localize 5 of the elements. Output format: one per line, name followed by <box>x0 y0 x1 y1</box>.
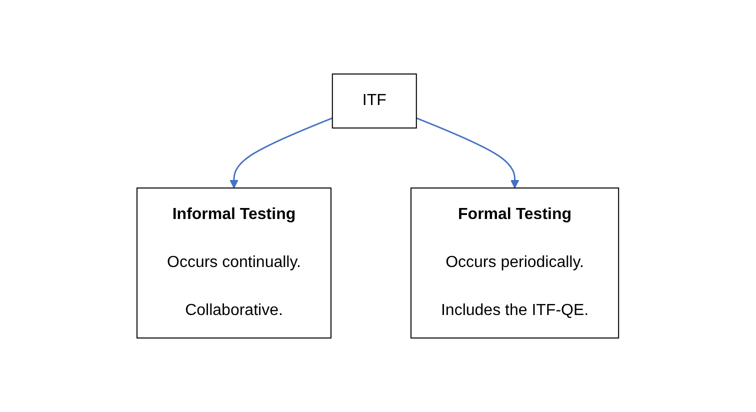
node-box: Formal Testing Occurs periodically. Includes the ITF-QE. <box>410 188 620 338</box>
arrow <box>230 117 333 188</box>
node-box: ITF <box>332 74 418 128</box>
arrow <box>416 117 520 188</box>
node-box: Informal Testing Occurs continually. Collaborative. <box>136 188 332 338</box>
